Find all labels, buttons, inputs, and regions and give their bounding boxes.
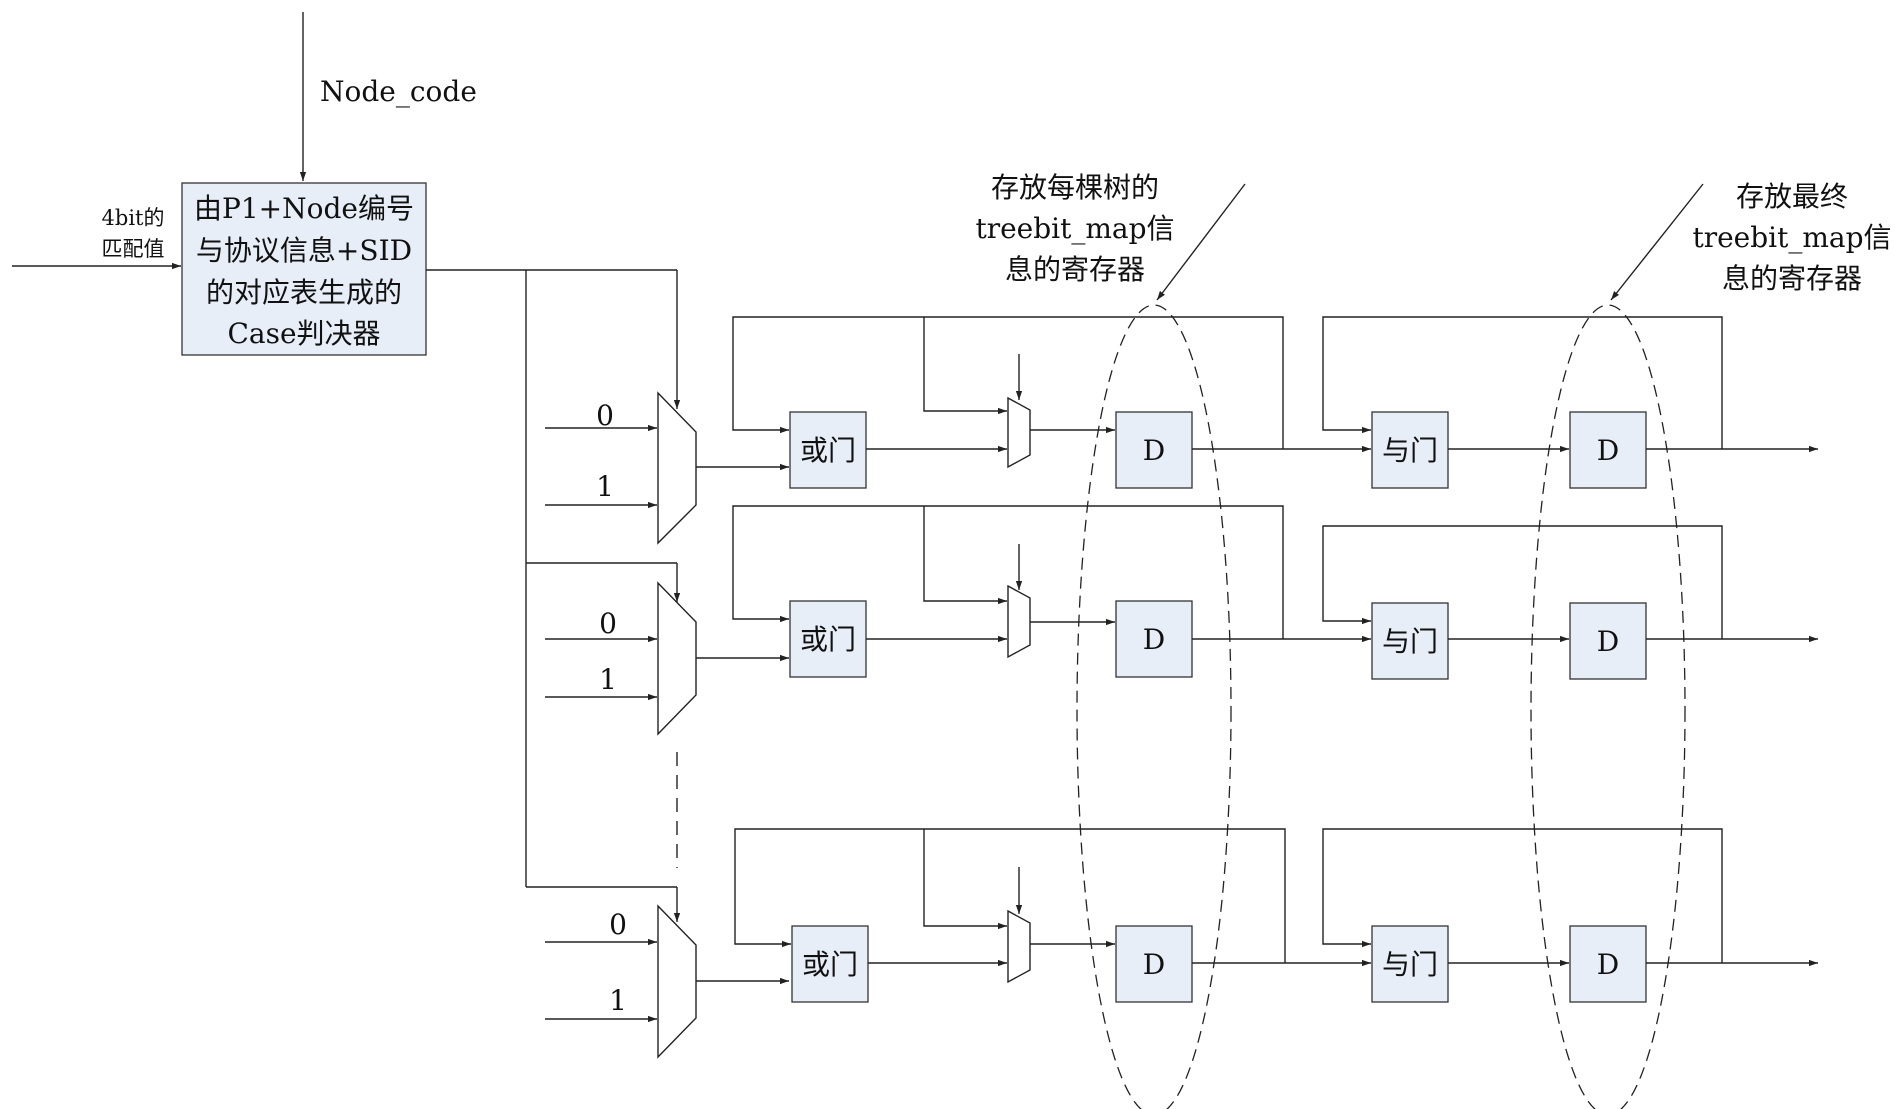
register-d-final-2 — [1569, 602, 1647, 680]
tree-register-pointer — [1156, 183, 1246, 301]
tree-register-note-line-1: 存放每棵树的 — [991, 171, 1159, 204]
final-register-note-line-2: treebit_map信 — [1692, 221, 1891, 254]
register-d-final-2-label: D — [1597, 625, 1619, 658]
register-d-3 — [1115, 925, 1193, 1003]
mux-1-input-1-label: 1 — [596, 470, 614, 503]
register-d-final-3-label: D — [1597, 948, 1619, 981]
mux-small-3-feedback — [923, 829, 1007, 930]
and-gate-3-label: 与门 — [1382, 948, 1438, 981]
case-decider-line-3: 的对应表生成的 — [206, 276, 402, 309]
node-code-label: Node_code — [320, 75, 477, 108]
mux-3-input-1-label: 1 — [609, 984, 627, 1017]
register-d-2-label: D — [1143, 623, 1165, 656]
and-gate-1 — [1371, 411, 1449, 489]
case-decider-block: 由P1+Node编号 与协议信息+SID 的对应表生成的 Case判决器 — [181, 182, 427, 356]
final-register-annotation: 存放最终 treebit_map信 息的寄存器 — [1610, 180, 1892, 301]
row-3: 0 1 或门 D 与门 D — [545, 828, 1818, 1059]
mux-small-1 — [1007, 396, 1031, 469]
or-gate-1-feedback — [732, 316, 1284, 449]
or-gate-3-feedback — [734, 828, 1286, 963]
case-decider-line-4: Case判决器 — [227, 317, 380, 350]
or-gate-2-feedback — [732, 505, 1284, 639]
or-gate-1 — [789, 411, 867, 489]
or-gate-1-label: 或门 — [800, 434, 856, 467]
case-decider-line-2: 与协议信息+SID — [196, 234, 412, 267]
mux-3-input-0-label: 0 — [609, 908, 627, 941]
and-gate-3-feedback — [1322, 828, 1723, 963]
mux-1 — [657, 391, 697, 545]
tree-register-note-line-2: treebit_map信 — [975, 212, 1174, 245]
register-d-final-1-label: D — [1597, 434, 1619, 467]
or-gate-2 — [789, 600, 867, 678]
final-register-note-line-3: 息的寄存器 — [1722, 262, 1862, 295]
tree-register-note-line-3: 息的寄存器 — [1005, 253, 1145, 286]
mux-small-2 — [1007, 584, 1031, 659]
final-register-pointer — [1610, 183, 1704, 301]
or-gate-2-label: 或门 — [800, 623, 856, 656]
mux-3 — [657, 904, 697, 1059]
tree-register-group — [1076, 304, 1232, 1109]
tree-register-annotation: 存放每棵树的 treebit_map信 息的寄存器 — [975, 171, 1246, 301]
mux-small-2-feedback — [923, 506, 1007, 605]
case-decider-line-1: 由P1+Node编号 — [194, 192, 414, 225]
and-gate-2 — [1371, 602, 1449, 680]
mux-1-input-0-label: 0 — [596, 399, 614, 432]
and-gate-2-feedback — [1322, 525, 1723, 639]
final-register-group — [1530, 304, 1686, 1109]
register-d-1-label: D — [1143, 434, 1165, 467]
match-value-label-line2: 匹配值 — [102, 237, 165, 261]
mux-small-3 — [1007, 909, 1031, 984]
and-gate-1-feedback — [1322, 316, 1723, 449]
row-1: 0 1 或门 D 与门 D — [545, 316, 1818, 545]
or-gate-3 — [791, 925, 869, 1003]
mux-small-1-feedback — [923, 317, 1007, 415]
mux-2-input-0-label: 0 — [599, 607, 617, 640]
final-register-note-line-1: 存放最终 — [1736, 180, 1848, 213]
match-value-label-line1: 4bit的 — [102, 206, 165, 230]
register-d-final-1 — [1569, 411, 1647, 489]
row-2: 0 1 或门 D 与门 D — [545, 505, 1818, 736]
and-gate-3 — [1371, 925, 1449, 1003]
mux-2-input-1-label: 1 — [599, 663, 617, 696]
register-d-final-3 — [1569, 925, 1647, 1003]
register-d-3-label: D — [1143, 948, 1165, 981]
register-d-1 — [1115, 411, 1193, 489]
and-gate-1-label: 与门 — [1382, 434, 1438, 467]
and-gate-2-label: 与门 — [1382, 625, 1438, 658]
mux-2 — [657, 581, 697, 736]
or-gate-3-label: 或门 — [802, 948, 858, 981]
register-d-2 — [1115, 600, 1193, 678]
